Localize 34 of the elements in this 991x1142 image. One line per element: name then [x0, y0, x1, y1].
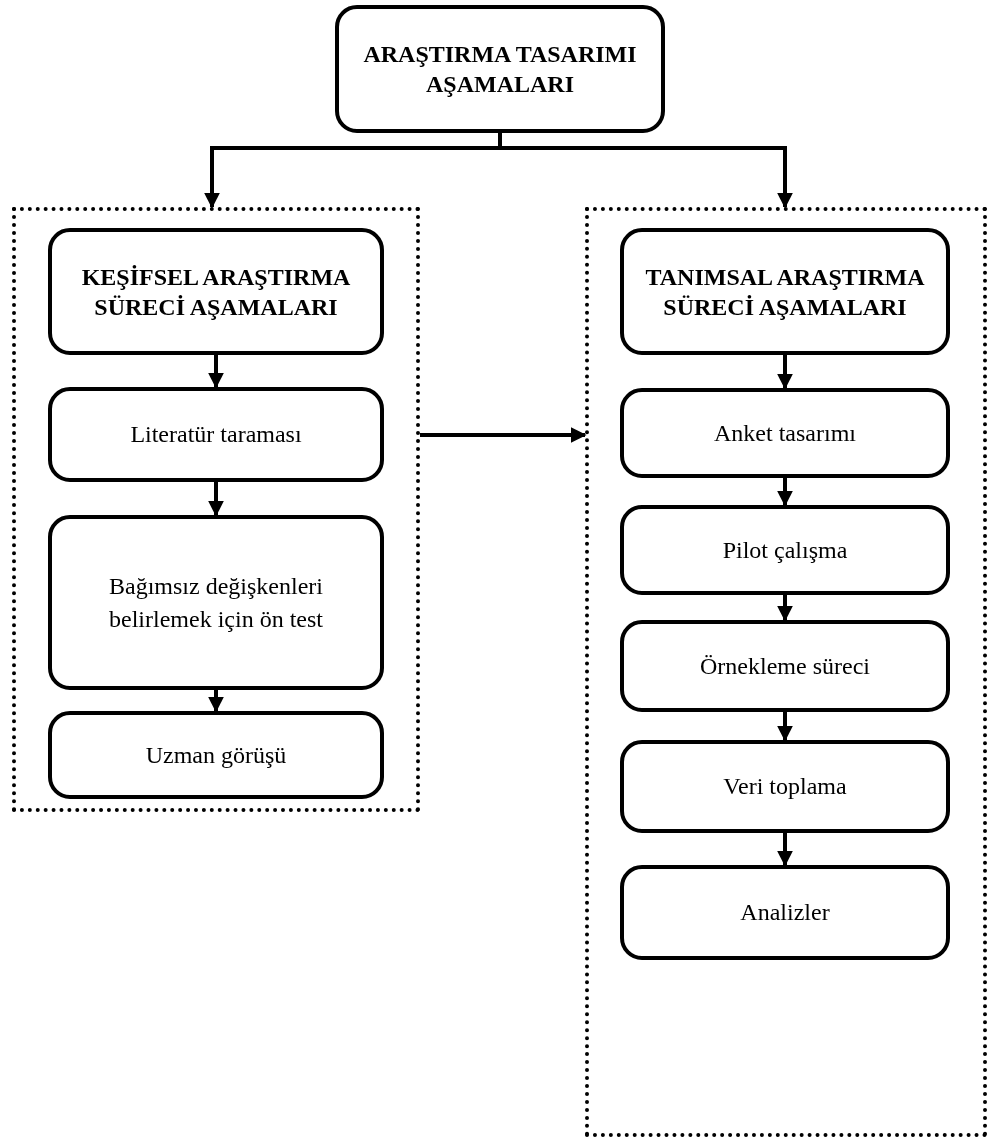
- process-box: [620, 388, 950, 478]
- arrow: [208, 355, 224, 389]
- process-box: [48, 387, 384, 482]
- step-text: Pilot çalışma: [722, 535, 848, 565]
- step-text: Analizler: [740, 898, 830, 927]
- process-box: [620, 865, 950, 960]
- process-box: [48, 515, 384, 690]
- dotted-group-frame: [12, 207, 420, 812]
- process-box: [620, 505, 950, 595]
- heading-text: KEŞİFSEL ARAŞTIRMA SÜRECİ AŞAMALARI: [80, 262, 352, 322]
- process-box: [620, 228, 950, 355]
- step-text: Uzman görüşü: [145, 740, 287, 770]
- process-box: [335, 5, 665, 133]
- arrow: [777, 355, 793, 390]
- arrow: [777, 833, 793, 867]
- process-box: [48, 228, 384, 355]
- dotted-group-frame: [585, 207, 987, 1137]
- arrow: [777, 478, 793, 507]
- arrow: [208, 690, 224, 713]
- arrow: [777, 595, 793, 622]
- arrow: [208, 482, 224, 517]
- step-text: Literatür taraması: [130, 420, 302, 449]
- step-text: Veri toplama: [723, 772, 847, 801]
- step-text: Bağımsız değişkenleri belirlemek için ön test: [108, 571, 324, 634]
- arrow: [498, 133, 793, 209]
- process-box: [620, 740, 950, 833]
- arrow: [777, 712, 793, 742]
- process-box: [620, 620, 950, 712]
- step-text: Anket tasarımı: [714, 418, 856, 448]
- step-text: Örnekleme süreci: [700, 651, 870, 681]
- heading-text: TANIMSAL ARAŞTIRMA SÜRECİ AŞAMALARI: [644, 262, 926, 322]
- arrow: [420, 427, 587, 443]
- heading-text: ARAŞTIRMA TASARIMI AŞAMALARI: [362, 40, 638, 99]
- process-box: [48, 711, 384, 799]
